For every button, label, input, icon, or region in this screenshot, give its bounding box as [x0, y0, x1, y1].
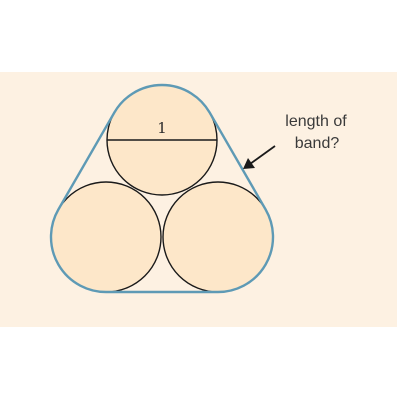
band-question-line2: band?	[295, 135, 340, 152]
arrow-head	[243, 158, 255, 169]
band-outline	[49, 83, 275, 294]
diameter-label: 1	[157, 119, 167, 137]
arrow-shaft	[249, 145, 276, 165]
band-question-line1: length of	[285, 113, 347, 130]
